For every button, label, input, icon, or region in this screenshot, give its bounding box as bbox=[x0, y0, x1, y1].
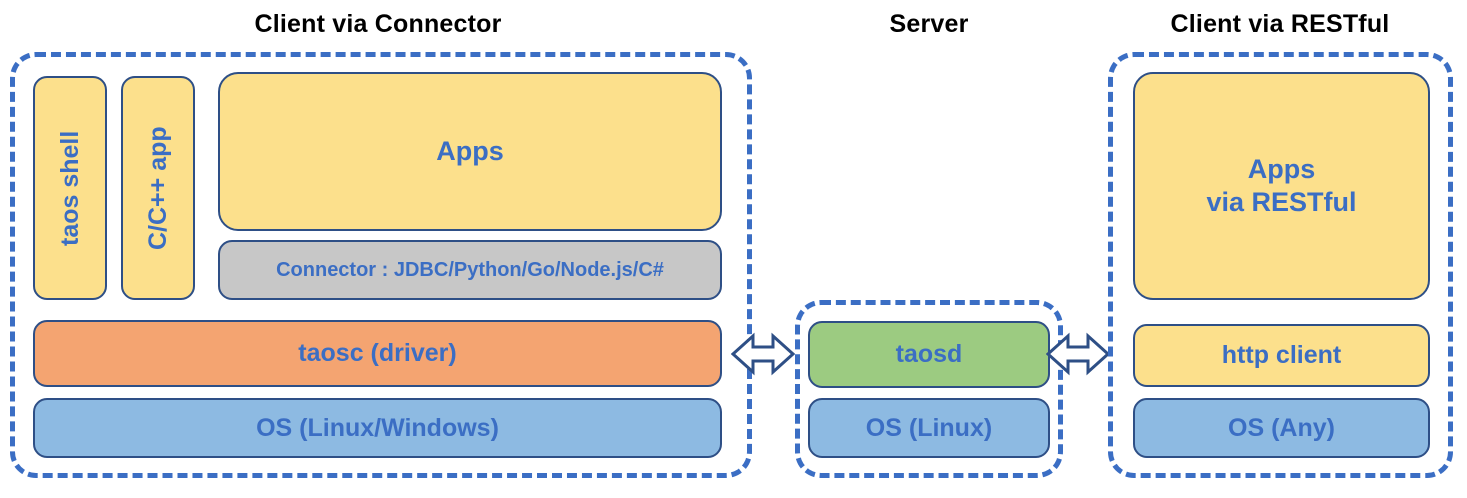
block-os-linux[interactable]: OS (Linux) bbox=[808, 398, 1050, 458]
block-c-cpp-app[interactable]: C/C++ app bbox=[121, 76, 195, 300]
apps-restful-line2: via RESTful bbox=[1206, 187, 1357, 217]
block-os-linux-windows[interactable]: OS (Linux/Windows) bbox=[33, 398, 722, 458]
double-headed-arrow-icon-right bbox=[1046, 330, 1110, 378]
block-taosc-driver[interactable]: taosc (driver) bbox=[33, 320, 722, 387]
section-title-client-connector: Client via Connector bbox=[254, 10, 502, 38]
group-client-via-connector bbox=[10, 52, 752, 478]
block-apps-via-restful[interactable]: Apps via RESTful bbox=[1133, 72, 1430, 300]
block-http-client[interactable]: http client bbox=[1133, 324, 1430, 387]
block-os-any[interactable]: OS (Any) bbox=[1133, 398, 1430, 458]
apps-restful-line1: Apps bbox=[1247, 154, 1316, 185]
section-title-client-restful: Client via RESTful bbox=[1170, 10, 1390, 38]
double-headed-arrow-icon-left bbox=[731, 330, 795, 378]
block-taos-shell[interactable]: taos shell bbox=[33, 76, 107, 300]
block-connector-list[interactable]: Connector : JDBC/Python/Go/Node.js/C# bbox=[218, 240, 722, 300]
block-taosd[interactable]: taosd bbox=[808, 321, 1050, 388]
group-client-via-restful bbox=[1108, 52, 1453, 478]
group-server bbox=[795, 300, 1063, 478]
block-apps-connector[interactable]: Apps bbox=[218, 72, 722, 231]
section-title-server: Server bbox=[889, 10, 969, 38]
